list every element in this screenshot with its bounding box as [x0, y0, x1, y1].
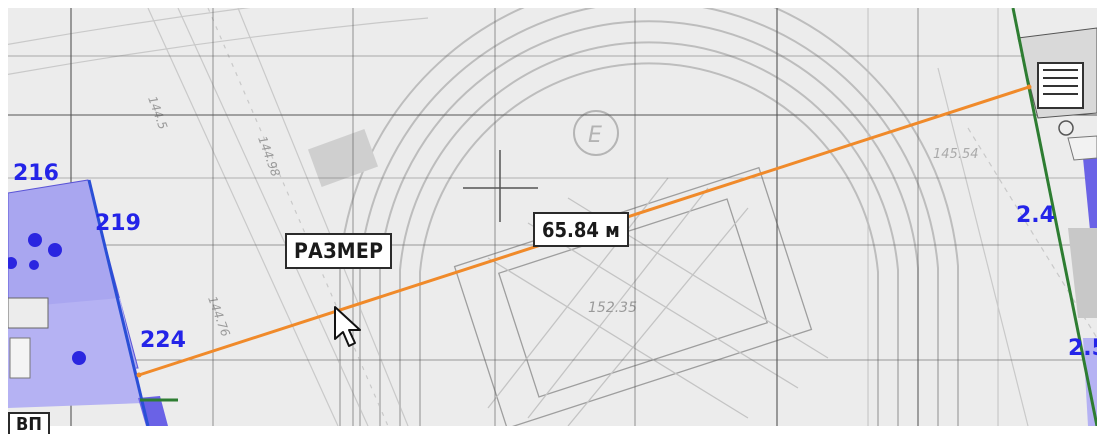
right-building [1011, 8, 1097, 426]
mouse-pointer-icon [334, 306, 361, 347]
room-number-2-5: 2.5 [1068, 336, 1097, 361]
measure-start-point [136, 372, 142, 378]
plan-viewport[interactable]: E 152.35 145.54 144.76 144.5 144.98 [8, 8, 1097, 426]
left-building [8, 179, 178, 426]
corner-label: ВП [8, 412, 50, 434]
measurement-value-label: 65.84 м [533, 212, 629, 247]
room-number-224: 224 [140, 328, 186, 353]
room-number-2-4: 2.4 [1016, 203, 1055, 228]
background-linework [8, 8, 1097, 426]
room-number-216: 216 [13, 161, 59, 186]
field-letter-e: E [588, 123, 602, 148]
grey-block [307, 128, 379, 188]
elevation-152: 152.35 [588, 300, 637, 316]
field-structure [453, 110, 829, 426]
crosshair [463, 150, 538, 222]
measure-tool-label: РАЗМЕР [285, 233, 393, 269]
measure-end-point [1026, 84, 1032, 90]
room-number-219: 219 [95, 211, 141, 236]
svg-text:144.76: 144.76 [205, 294, 233, 339]
elevation-145: 145.54 [933, 147, 979, 162]
svg-text:144.98: 144.98 [255, 134, 283, 179]
plan-drawing: E 152.35 145.54 144.76 144.5 144.98 [8, 8, 1097, 426]
track-curves [339, 8, 959, 426]
svg-text:144.5: 144.5 [145, 94, 170, 131]
